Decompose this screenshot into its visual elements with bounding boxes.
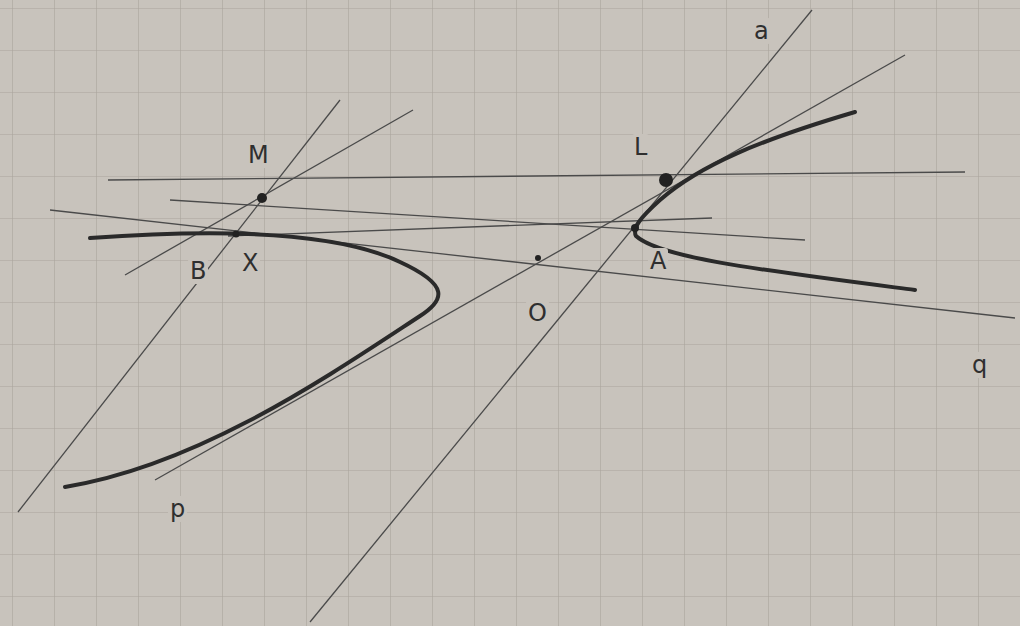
point-label: X <box>240 250 260 276</box>
point-label: A <box>648 248 668 274</box>
point-label: p <box>168 496 187 522</box>
point-label: O <box>526 300 549 326</box>
points <box>233 173 674 261</box>
point-label: B <box>188 258 208 284</box>
hyperbola <box>65 112 915 487</box>
construction-lines <box>18 10 1015 622</box>
point-label: M <box>246 142 271 168</box>
point-label: a <box>752 18 771 44</box>
point-label: L <box>632 134 649 160</box>
point-label: q <box>970 352 989 378</box>
